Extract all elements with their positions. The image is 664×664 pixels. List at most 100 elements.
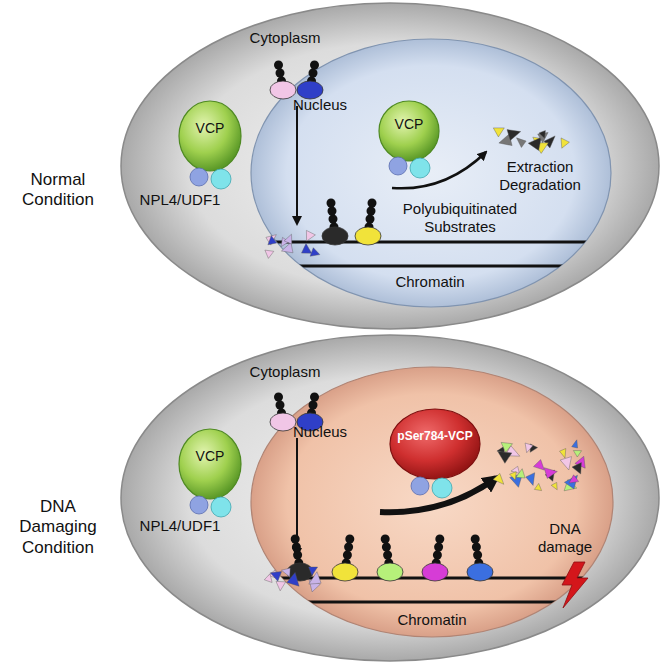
substrate-protein <box>467 563 493 581</box>
compartment-label: Nucleus <box>293 96 347 114</box>
ubiquitin-chain <box>307 77 316 86</box>
protein-fragment <box>534 460 545 471</box>
chromatin-label: Chromatin <box>395 273 464 291</box>
npl4-subunit <box>389 157 407 175</box>
protein-fragment <box>544 468 557 479</box>
ufd1-subunit <box>211 169 231 189</box>
ubiquitin-chain <box>435 535 444 544</box>
ubiquitin-chain <box>307 409 316 418</box>
protein-fragment <box>270 572 281 582</box>
ubiquitin-chain <box>342 559 351 568</box>
protein-fragment <box>572 463 581 474</box>
protein-fragment <box>287 572 299 586</box>
protein-fragment <box>507 130 521 141</box>
substrate-protein <box>287 563 313 581</box>
protein-label: VCP <box>196 120 225 137</box>
ubiquitin-chain <box>310 61 319 70</box>
ubiquitin-chain <box>309 401 318 410</box>
chromatin-label: Chromatin <box>397 611 466 629</box>
substrate-protein <box>297 413 323 431</box>
protein-fragment <box>510 474 523 488</box>
cell-outline: VCPNucleusVCPCytoplasm <box>120 2 660 330</box>
protein-fragment <box>561 138 569 148</box>
protein-label: VCP <box>395 116 424 133</box>
vcp-hexamer <box>179 429 241 499</box>
protein-fragment <box>501 442 512 452</box>
npl4-subunit <box>190 496 208 514</box>
ubiquitin-chain <box>274 61 283 70</box>
ubiquitin-chain <box>309 69 318 78</box>
protein-fragment <box>309 567 318 576</box>
ubiquitin-chain <box>433 551 442 560</box>
protein-fragment <box>560 457 571 470</box>
npl4-subunit <box>411 477 429 495</box>
protein-fragment <box>269 570 276 578</box>
node-shape <box>178 100 242 172</box>
ubiquitin-chain <box>382 543 391 552</box>
protein-fragment <box>533 137 541 146</box>
ubiquitin-chain <box>381 535 390 544</box>
ubiquitin-chain <box>293 551 302 560</box>
protein-fragment <box>569 475 579 483</box>
extraction-arrow <box>392 152 486 188</box>
protein-fragment <box>534 143 548 154</box>
ubiquitin-chain <box>329 215 338 224</box>
degradation-arrow <box>296 106 298 224</box>
protein-label: pSer784-VCP <box>397 429 472 443</box>
chromatin-strand <box>240 241 620 244</box>
protein-fragment <box>493 473 504 484</box>
protein-fragment <box>268 236 277 245</box>
substrate-protein <box>377 563 403 581</box>
node-shape <box>178 428 242 500</box>
ubiquitin-chain <box>277 77 286 86</box>
generated-illustration <box>264 61 585 592</box>
substrate-protein <box>297 81 323 99</box>
ufd1-subunit <box>410 158 430 178</box>
protein-fragment <box>564 479 577 490</box>
ubiquitin-chain <box>367 207 376 216</box>
ubiquitin-chain <box>472 543 481 552</box>
protein-fragment <box>560 449 566 459</box>
ubiquitin-chain <box>294 559 303 568</box>
protein-fragment <box>498 452 512 464</box>
ubiquitin-chain <box>368 199 377 208</box>
protein-fragment <box>539 131 545 139</box>
cofactor-label: NPL4/UDF1 <box>140 517 221 535</box>
ubiquitin-chain <box>474 559 483 568</box>
protein-fragment <box>510 472 517 481</box>
ubiquitin-chain <box>277 409 286 418</box>
condition-label: DNA Damaging Condition <box>8 497 108 558</box>
substrate-protein <box>270 413 296 431</box>
protein-fragment <box>572 440 578 448</box>
nuclear-envelope <box>251 39 611 307</box>
protein-fragment <box>309 579 320 592</box>
vcp-complex: VCP <box>178 428 242 500</box>
protein-fragment <box>302 244 312 254</box>
substrate-protein <box>422 563 448 581</box>
vcp-complex: VCP <box>178 100 242 172</box>
protein-fragment <box>551 482 557 489</box>
protein-fragment <box>284 234 292 244</box>
chromatin-strand <box>240 601 620 604</box>
ubiquitin-chain <box>291 535 300 544</box>
cofactor-label: NPL4/UDF1 <box>140 191 221 209</box>
substrate-protein <box>270 81 296 99</box>
ubiquitin-chain <box>276 69 285 78</box>
ubiquitin-chain <box>344 543 353 552</box>
compartment-label: Nucleus <box>293 423 347 441</box>
process-label: Extraction Degradation <box>495 158 585 194</box>
ubiquitin-chain <box>345 535 354 544</box>
protein-fragment <box>525 443 533 453</box>
ubiquitin-chain <box>292 543 301 552</box>
protein-fragment <box>276 581 286 590</box>
ubiquitin-chain <box>473 551 482 560</box>
protein-fragment <box>511 466 519 473</box>
protein-fragment <box>266 235 276 246</box>
protein-fragment <box>281 243 293 253</box>
nucleus-outline: pSer784-VCP Nucleus <box>250 366 614 638</box>
protein-fragment <box>281 568 290 577</box>
protein-fragment <box>538 133 548 143</box>
ubiquitin-chain <box>365 223 374 232</box>
ubiquitin-chain <box>276 401 285 410</box>
